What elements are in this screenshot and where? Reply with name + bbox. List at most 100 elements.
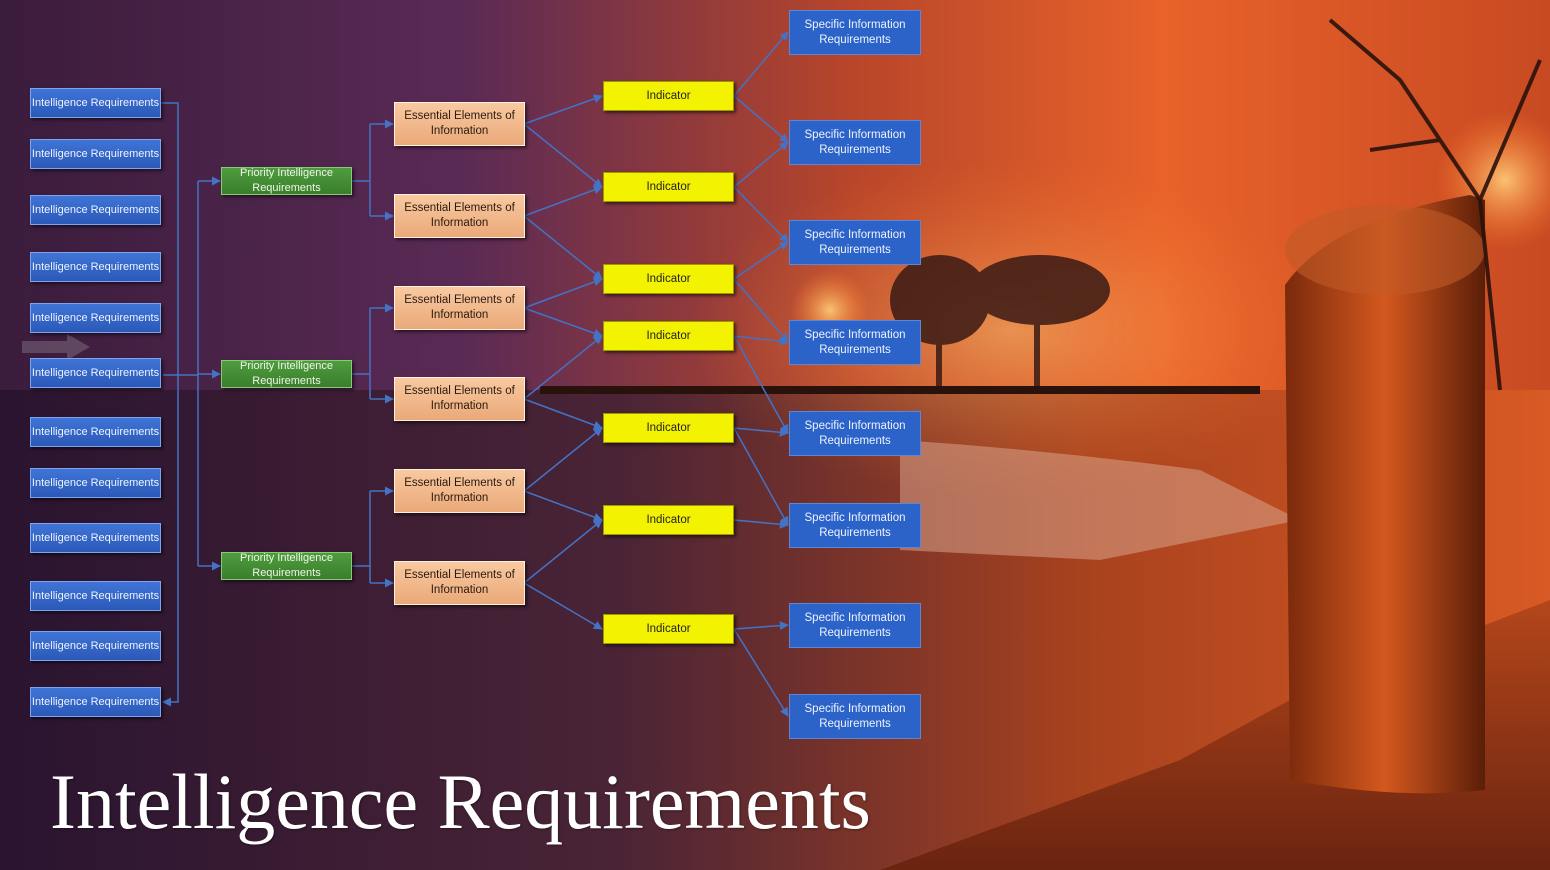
eei-label: Essential Elements of Information: [404, 477, 515, 504]
sir-box: Specific Information Requirements: [789, 220, 921, 265]
sir-label: Specific Information Requirements: [804, 611, 906, 639]
pir-box: Priority Intelligence Requirements: [221, 552, 352, 580]
ir-label: Intelligence Requirements: [31, 639, 160, 652]
connector-line: [733, 519, 789, 529]
connector-line: [733, 31, 789, 97]
ir-label: Intelligence Requirements: [31, 311, 160, 324]
eei-box: Essential Elements of Information: [394, 561, 525, 605]
connector-line: [733, 621, 789, 631]
connector-line: [523, 582, 603, 630]
ir-label: Intelligence Requirements: [31, 203, 160, 216]
sir-box: Specific Information Requirements: [789, 503, 921, 548]
indicator-label: Indicator: [646, 89, 691, 102]
indicator-box: Indicator: [603, 264, 734, 294]
eei-label: Essential Elements of Information: [404, 385, 515, 412]
connector-line: [733, 427, 789, 526]
indicator-box: Indicator: [603, 321, 734, 351]
indicator-box: Indicator: [603, 413, 734, 443]
pir-label: Priority Intelligence Requirements: [240, 167, 333, 194]
indicator-box: Indicator: [603, 505, 734, 535]
sir-label: Specific Information Requirements: [804, 702, 906, 730]
connector-line: [523, 123, 603, 188]
pir-box: Priority Intelligence Requirements: [221, 167, 352, 195]
connector-line: [523, 307, 603, 338]
eei-label: Essential Elements of Information: [404, 294, 515, 321]
ir-box: Intelligence Requirements: [30, 195, 161, 225]
sir-label: Specific Information Requirements: [804, 328, 906, 356]
indicator-box: Indicator: [603, 172, 734, 202]
ir-box: Intelligence Requirements: [30, 523, 161, 553]
connector-line: [733, 427, 789, 437]
sir-box: Specific Information Requirements: [789, 10, 921, 55]
ir-box: Intelligence Requirements: [30, 88, 161, 118]
pir-label: Priority Intelligence Requirements: [240, 360, 333, 387]
ir-box: Intelligence Requirements: [30, 581, 161, 611]
faded-arrow-icon: [22, 334, 90, 360]
connector-line: [523, 185, 603, 217]
eei-label: Essential Elements of Information: [404, 569, 515, 596]
sir-label: Specific Information Requirements: [804, 128, 906, 156]
eei-box: Essential Elements of Information: [394, 377, 525, 421]
ir-box: Intelligence Requirements: [30, 252, 161, 282]
connector-line: [523, 277, 603, 309]
connector-line: [523, 490, 603, 522]
connector-line: [733, 95, 789, 143]
eei-label: Essential Elements of Information: [404, 110, 515, 137]
sir-label: Specific Information Requirements: [804, 419, 906, 447]
connector-line: [733, 628, 789, 717]
ir-label: Intelligence Requirements: [31, 96, 160, 109]
ir-box: Intelligence Requirements: [30, 358, 161, 388]
sir-box: Specific Information Requirements: [789, 120, 921, 165]
eei-label: Essential Elements of Information: [404, 202, 515, 229]
connector-line: [161, 102, 179, 707]
ir-label: Intelligence Requirements: [31, 147, 160, 160]
indicator-label: Indicator: [646, 513, 691, 526]
pir-box: Priority Intelligence Requirements: [221, 360, 352, 388]
ir-label: Intelligence Requirements: [31, 476, 160, 489]
ir-label: Intelligence Requirements: [31, 589, 160, 602]
connector-line: [733, 278, 789, 343]
indicator-label: Indicator: [646, 622, 691, 635]
ir-label: Intelligence Requirements: [31, 260, 160, 273]
indicator-label: Indicator: [646, 421, 691, 434]
connector-line: [523, 335, 603, 400]
connector-line: [523, 427, 603, 492]
eei-box: Essential Elements of Information: [394, 194, 525, 238]
connector-line: [733, 335, 789, 434]
connector-line: [523, 94, 603, 125]
connector-line: [523, 519, 603, 584]
ir-box: Intelligence Requirements: [30, 468, 161, 498]
sir-box: Specific Information Requirements: [789, 603, 921, 648]
ir-box: Intelligence Requirements: [30, 687, 161, 717]
sir-box: Specific Information Requirements: [789, 320, 921, 365]
connector-line: [733, 241, 789, 280]
sir-box: Specific Information Requirements: [789, 411, 921, 456]
sir-label: Specific Information Requirements: [804, 228, 906, 256]
ir-box: Intelligence Requirements: [30, 631, 161, 661]
connector-line: [523, 215, 603, 280]
indicator-label: Indicator: [646, 272, 691, 285]
connector-line: [733, 335, 789, 346]
ir-label: Intelligence Requirements: [31, 695, 160, 708]
connector-line: [733, 141, 789, 188]
ir-box: Intelligence Requirements: [30, 417, 161, 447]
slide-title: Intelligence Requirements: [50, 758, 871, 845]
eei-box: Essential Elements of Information: [394, 469, 525, 513]
indicator-label: Indicator: [646, 329, 691, 342]
eei-box: Essential Elements of Information: [394, 102, 525, 146]
sir-label: Specific Information Requirements: [804, 511, 906, 539]
eei-box: Essential Elements of Information: [394, 286, 525, 330]
ir-box: Intelligence Requirements: [30, 139, 161, 169]
ir-box: Intelligence Requirements: [30, 303, 161, 333]
indicator-box: Indicator: [603, 614, 734, 644]
sir-label: Specific Information Requirements: [804, 18, 906, 46]
connector-line: [523, 398, 603, 430]
ir-label: Intelligence Requirements: [31, 366, 160, 379]
ir-label: Intelligence Requirements: [31, 425, 160, 438]
indicator-label: Indicator: [646, 180, 691, 193]
indicator-box: Indicator: [603, 81, 734, 111]
pir-label: Priority Intelligence Requirements: [240, 552, 333, 579]
ir-label: Intelligence Requirements: [31, 531, 160, 544]
